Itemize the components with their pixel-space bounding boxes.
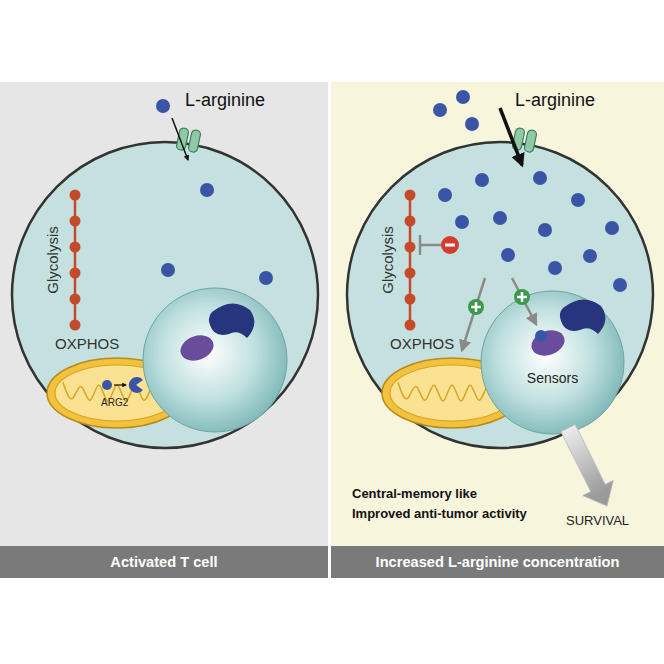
- phenotype-label: Improved anti-tumor activity: [352, 506, 527, 521]
- pathway-label: OXPHOS: [55, 335, 119, 352]
- uptake-arrow: [172, 118, 188, 160]
- pathway-label: OXPHOS: [390, 335, 454, 352]
- mitochondrion-outer: [47, 358, 187, 428]
- promotion-arrow: [462, 278, 485, 350]
- arginine-dot: [161, 263, 175, 277]
- panel-caption: Increased L-arginine concentration: [331, 546, 664, 578]
- glycolysis-chain: [74, 195, 77, 325]
- arginine-dot: [102, 380, 112, 390]
- glycolysis-step: [70, 294, 81, 305]
- nuclear-sensor: [177, 331, 217, 365]
- enzyme-label: ARG2: [101, 397, 128, 408]
- survival-arrow: [561, 424, 613, 506]
- glycolysis-step: [405, 216, 416, 227]
- cell-membrane: [12, 142, 318, 448]
- nuclear-sensor: [528, 326, 568, 360]
- arginine-dot: [465, 117, 479, 131]
- uptake-arrow: [500, 108, 522, 165]
- plus-sign: [471, 302, 481, 312]
- arginine-product: [129, 377, 143, 393]
- arginine-dot: [535, 330, 547, 342]
- nucleus: [143, 288, 287, 432]
- outcome-label: SURVIVAL: [566, 513, 629, 528]
- arginine-dot: [438, 188, 452, 202]
- glycolysis-step: [405, 242, 416, 253]
- transporter: [524, 129, 537, 152]
- t-cell: GlycolysisOXPHOS Sensors: [345, 140, 655, 450]
- cell-membrane: [347, 142, 653, 448]
- minus-sign: [441, 236, 459, 254]
- arginine-dot: [433, 103, 447, 117]
- arginine-dot: [156, 99, 170, 113]
- minus-sign: [445, 244, 455, 247]
- plus-sign: [517, 292, 527, 302]
- arginine-dot: [538, 223, 552, 237]
- glycolysis-step: [70, 320, 81, 331]
- transporter: [512, 127, 525, 150]
- arginine-dot: [475, 173, 489, 187]
- glycolysis-step: [70, 216, 81, 227]
- right-illustration: [420, 90, 627, 506]
- nuclear-sensor: [560, 299, 605, 334]
- phenotype-label: Central-memory like: [352, 486, 477, 501]
- plus-sign: [514, 289, 530, 305]
- condition-panel: Activated T cell GlycolysisOXPHOS ARG2: [0, 82, 328, 578]
- glycolysis-step: [405, 190, 416, 201]
- panel-caption: Activated T cell: [0, 546, 328, 578]
- arginine-dot: [613, 278, 627, 292]
- nucleus: Sensors: [480, 290, 625, 435]
- nucleus-envelope: [481, 291, 624, 434]
- arginine-dot: [501, 248, 515, 262]
- arginine-dot: [548, 261, 562, 275]
- t-cell: GlycolysisOXPHOS ARG2: [10, 140, 320, 450]
- condition-panel: Increased L-arginine concentration Glycol…: [331, 82, 664, 578]
- mitochondrion-inner: [55, 365, 179, 421]
- nucleus-outline: [480, 290, 625, 435]
- glycolysis-step: [405, 268, 416, 279]
- arginine-dot: [456, 90, 470, 104]
- nuclear-sensor: [209, 303, 254, 338]
- sensor-label: Sensors: [527, 370, 578, 386]
- plus-sign: [468, 299, 484, 315]
- arginine-dots: [433, 90, 627, 292]
- mitochondrion: OXPHOS ARG2: [45, 335, 190, 430]
- arginine-dot: [571, 193, 585, 207]
- pathway-label: Glycolysis: [379, 226, 396, 294]
- transporter: [176, 127, 189, 150]
- pathway-label: Glycolysis: [44, 226, 61, 294]
- reaction-arrow: [114, 384, 126, 385]
- glycolysis-step: [405, 294, 416, 305]
- transporter: [188, 129, 201, 152]
- glycolysis-step: [405, 320, 416, 331]
- arginine-dot: [455, 215, 469, 229]
- molecule-label: L-arginine: [515, 90, 595, 111]
- molecule-label: L-arginine: [185, 90, 265, 111]
- arginine-dot: [533, 171, 547, 185]
- arginine-dot: [605, 221, 619, 235]
- promotion-arrow: [512, 278, 536, 324]
- inhibition-line: [420, 235, 441, 255]
- arginine-dot: [493, 211, 507, 225]
- glycolysis-step: [70, 242, 81, 253]
- arginine-dot: [583, 249, 597, 263]
- left-illustration: [102, 99, 287, 432]
- glycolysis-step: [70, 268, 81, 279]
- arginine-dot: [259, 271, 273, 285]
- glycolysis-chain: [409, 195, 412, 325]
- glycolysis-step: [70, 190, 81, 201]
- arginine-dot: [200, 183, 214, 197]
